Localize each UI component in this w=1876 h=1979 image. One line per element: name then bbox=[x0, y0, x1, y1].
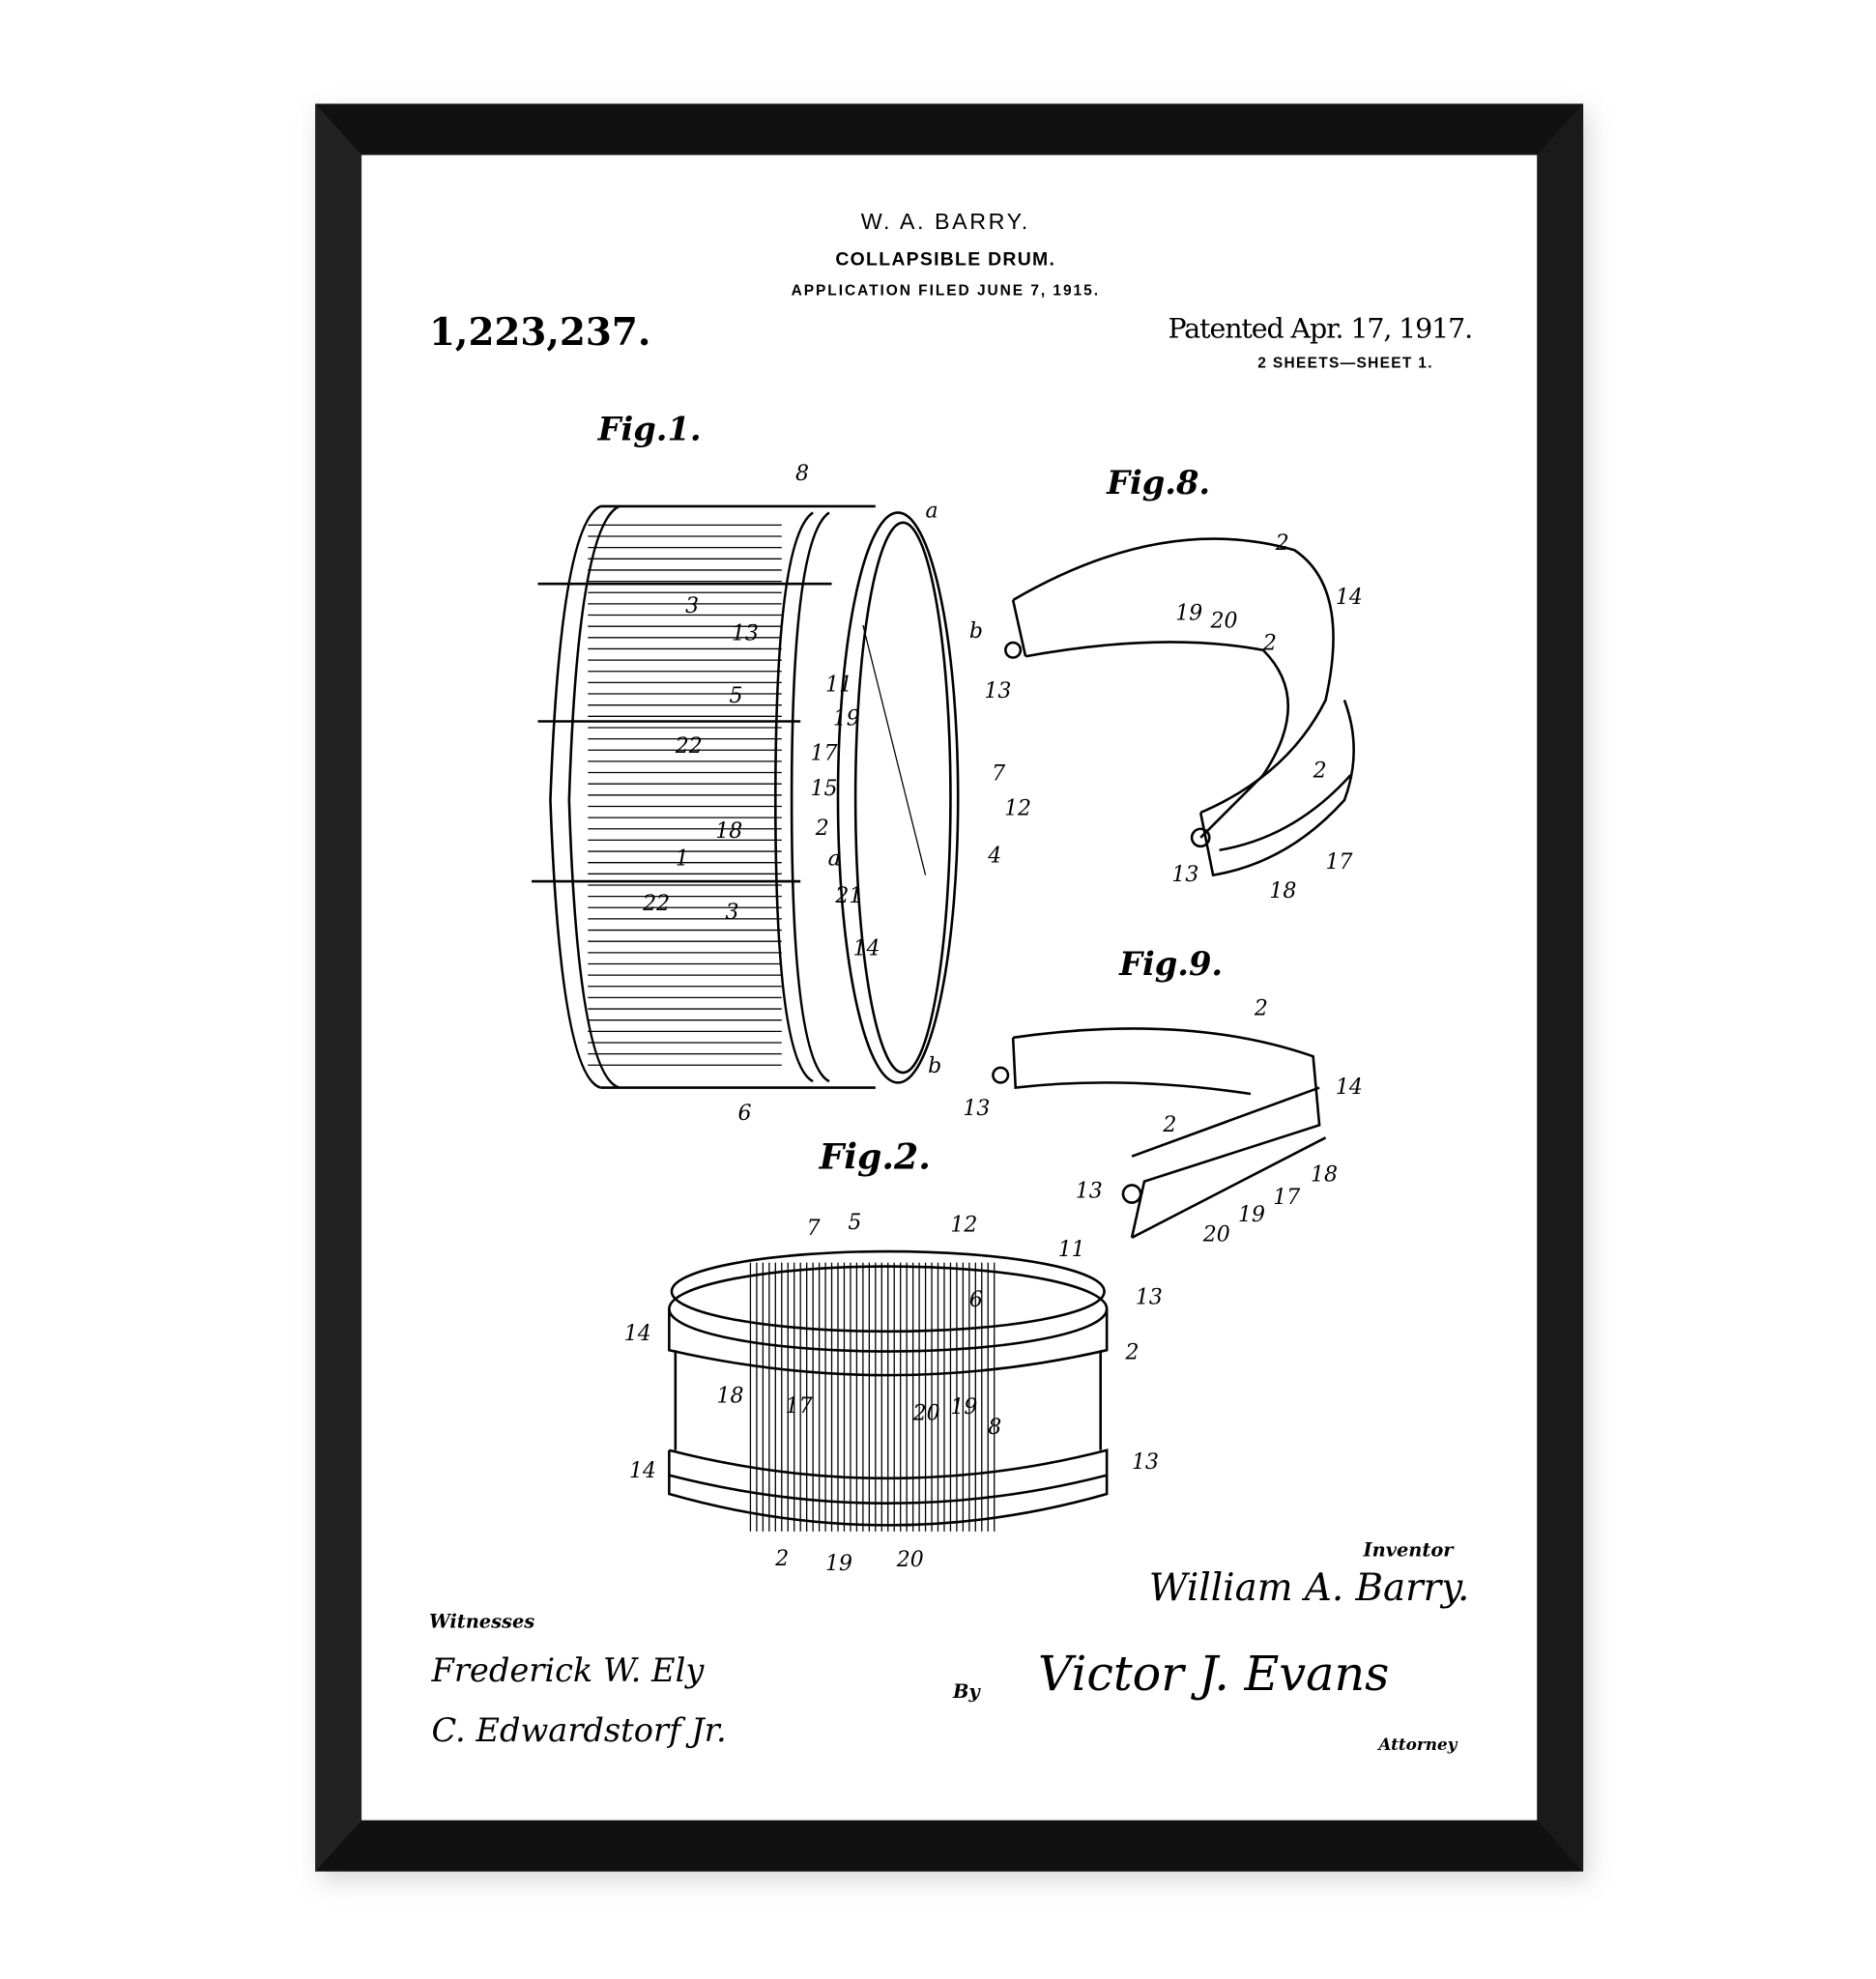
sheets-note: 2 SHEETS—SHEET 1. bbox=[1257, 355, 1433, 371]
inventor-signature: William A. Barry. bbox=[1149, 1566, 1470, 1610]
fig8-reference-label: 13 bbox=[984, 679, 1011, 703]
fig9-reference-label: 20 bbox=[1202, 1223, 1230, 1248]
inventor-label: Inventor bbox=[1363, 1539, 1456, 1562]
fig1-reference-label: 2 bbox=[815, 817, 829, 841]
fig9-reference-label: 17 bbox=[1273, 1186, 1300, 1210]
fig2-reference-label: 14 bbox=[629, 1459, 656, 1483]
fig2-reference-label: 11 bbox=[1058, 1238, 1085, 1262]
figure-9-hoop-section: Fig.9. bbox=[992, 944, 1327, 1239]
fig1-reference-label: 12 bbox=[1004, 797, 1031, 821]
fig1-reference-label: 8 bbox=[795, 462, 809, 486]
by-label: By bbox=[952, 1680, 981, 1703]
witness-1-signature: Frederick W. Ely bbox=[431, 1651, 706, 1689]
fig1-title: Fig.1. bbox=[597, 409, 702, 447]
fig1-reference-label: b bbox=[969, 619, 983, 644]
fig1-reference-label: 15 bbox=[811, 777, 838, 801]
fig1-reference-label: 4 bbox=[987, 845, 1001, 869]
fig2-reference-label: 2 bbox=[1125, 1340, 1140, 1364]
fig2-reference-label: 20 bbox=[912, 1402, 940, 1426]
fig8-reference-label: 2 bbox=[1275, 531, 1289, 556]
fig2-title: Fig.2. bbox=[819, 1136, 931, 1178]
fig1-reference-label: a bbox=[926, 500, 938, 524]
fig9-title: Fig.9. bbox=[1118, 944, 1223, 983]
fig2-reference-label: 18 bbox=[717, 1385, 744, 1409]
fig1-reference-label: a bbox=[828, 846, 841, 871]
patent-number: 1,223,237. bbox=[429, 311, 651, 355]
fig8-reference-label: 17 bbox=[1326, 850, 1353, 875]
fig2-reference-label: 19 bbox=[950, 1395, 977, 1420]
fig1-reference-label: 21 bbox=[834, 884, 862, 908]
fig2-reference-label: 6 bbox=[969, 1288, 983, 1312]
attorney-signature: Victor J. Evans bbox=[1038, 1646, 1389, 1702]
fig8-reference-label: 2 bbox=[1313, 760, 1327, 784]
signature-block: Inventor William A. Barry. Witnesses Fre… bbox=[429, 1539, 1469, 1755]
fig1-reference-label: 7 bbox=[992, 761, 1005, 786]
fig1-reference-label: 22 bbox=[642, 892, 670, 916]
fig8-reference-label: 19 bbox=[1175, 602, 1202, 626]
fig1-reference-label: 1 bbox=[676, 846, 689, 871]
fig1-reference-label: b bbox=[928, 1054, 941, 1078]
fig9-reference-label: 2 bbox=[1254, 997, 1268, 1021]
figure-8-hoop-section: Fig.8. bbox=[1004, 463, 1355, 877]
inventor-line: W. A. BARRY. bbox=[861, 209, 1030, 234]
fig1-reference-label: 22 bbox=[675, 734, 703, 759]
fig2-reference-label: 19 bbox=[825, 1552, 852, 1576]
patented-date: Patented Apr. 17, 1917. bbox=[1169, 312, 1474, 344]
fig8-reference-label: 2 bbox=[1262, 632, 1277, 656]
fig2-reference-label: 8 bbox=[988, 1416, 1001, 1440]
fig8-title: Fig.8. bbox=[1106, 463, 1210, 502]
fig1-reference-label: 18 bbox=[715, 819, 742, 844]
fig2-reference-label: 13 bbox=[1136, 1285, 1163, 1309]
fig1-reference-label: 3 bbox=[685, 594, 699, 618]
fig1-reference-label: 13 bbox=[732, 621, 759, 645]
fig1-reference-label: 14 bbox=[853, 936, 880, 961]
fig1-reference-label: 3 bbox=[726, 901, 739, 925]
fig1-reference-label: 6 bbox=[738, 1102, 752, 1126]
figure-2-drum-upright: Fig.2. bbox=[668, 1136, 1109, 1532]
figure-1-drum: Fig.1. bbox=[532, 409, 960, 1089]
fig9-reference-label: 18 bbox=[1311, 1163, 1338, 1188]
fig2-reference-label: 7 bbox=[807, 1217, 821, 1241]
fig1-reference-label: 11 bbox=[825, 673, 852, 697]
patent-title: COLLAPSIBLE DRUM. bbox=[835, 248, 1055, 270]
fig2-reference-label: 17 bbox=[786, 1394, 813, 1419]
fig8-reference-label: 14 bbox=[1336, 586, 1363, 610]
fig2-reference-label: 13 bbox=[1132, 1450, 1159, 1475]
patent-header: W. A. BARRY. COLLAPSIBLE DRUM. APPLICATI… bbox=[429, 209, 1473, 372]
fig2-reference-label: 2 bbox=[774, 1547, 789, 1571]
attorney-label: Attorney bbox=[1376, 1735, 1458, 1754]
fig1-reference-label: 17 bbox=[811, 742, 838, 766]
fig2-reference-label: 14 bbox=[624, 1322, 651, 1346]
fig9-reference-label: 13 bbox=[1076, 1179, 1103, 1203]
fig9-reference-label: 2 bbox=[1162, 1113, 1176, 1137]
fig1-reference-label: 5 bbox=[729, 684, 742, 708]
fig2-reference-label: 20 bbox=[896, 1548, 924, 1572]
fig2-reference-label: 5 bbox=[848, 1211, 861, 1235]
fig2-reference-label: 12 bbox=[950, 1213, 977, 1237]
fig8-reference-label: 20 bbox=[1210, 609, 1238, 633]
application-date: APPLICATION FILED JUNE 7, 1915. bbox=[792, 282, 1100, 299]
fig8-reference-label: 13 bbox=[1171, 863, 1198, 887]
fig8-reference-label: 18 bbox=[1269, 879, 1296, 903]
fig9-reference-label: 19 bbox=[1238, 1203, 1265, 1227]
witness-2-signature: C. Edwardstorf Jr. bbox=[432, 1711, 727, 1749]
witnesses-label: Witnesses bbox=[429, 1610, 534, 1632]
fig1-reference-label: 19 bbox=[833, 706, 860, 731]
fig9-reference-label: 13 bbox=[963, 1097, 990, 1121]
fig9-reference-label: 14 bbox=[1336, 1076, 1363, 1100]
patent-paper bbox=[361, 155, 1538, 1821]
